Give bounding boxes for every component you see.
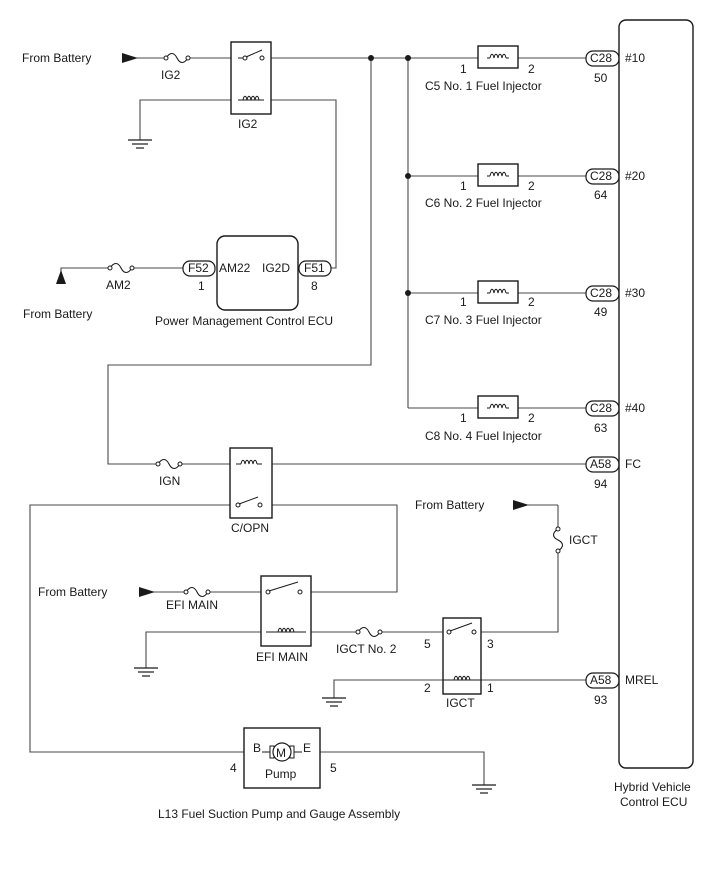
a58-label-mrel: A58: [590, 673, 612, 687]
efi-main-relay-label: EFI MAIN: [256, 650, 308, 664]
ecu-pin-20: #20: [625, 169, 645, 183]
pump-pin-e: E: [303, 741, 311, 755]
copn-relay-label: C/OPN: [231, 521, 269, 535]
ecu-pin-fc: FC: [625, 457, 641, 471]
igct-no2-fuse-icon: [355, 626, 383, 638]
injector-2-pin-1: 1: [460, 179, 467, 193]
igct-pin-1: 1: [487, 681, 494, 695]
c28-label-30: C28: [590, 286, 612, 300]
injector-2-label: C6 No. 2 Fuel Injector: [425, 196, 542, 210]
injector-3-pin-2: 2: [528, 295, 535, 309]
am2-fuse-label: AM2: [106, 278, 131, 292]
c28-label-20: C28: [590, 169, 612, 183]
from-battery-3-label: From Battery: [38, 585, 107, 599]
igct-relay: [442, 617, 482, 695]
f52-connector-label: F52: [188, 261, 209, 275]
c28-label-10: C28: [590, 51, 612, 65]
ig2-fuse-icon: [163, 52, 191, 64]
injector-3-label: C7 No. 3 Fuel Injector: [425, 313, 542, 327]
f52-connector: [182, 260, 216, 277]
am22-pin-label: AM22: [219, 261, 251, 275]
injector-3: 1 2 C7 No. 3 Fuel Injector: [425, 280, 542, 327]
pmc-ecu-box: [216, 235, 299, 311]
igct-pin-3: 3: [487, 637, 494, 651]
injector-4-label: C8 No. 4 Fuel Injector: [425, 429, 542, 443]
igct-fuse-label: IGCT: [569, 533, 598, 547]
ecu-pin-10: #10: [625, 51, 645, 65]
c28-pin-63: 63: [594, 421, 608, 435]
ig2-relay-label: IG2: [238, 117, 258, 131]
injector-2: 1 2 C6 No. 2 Fuel Injector: [425, 163, 542, 210]
ig2-relay: [230, 41, 272, 115]
igct-pin-5: 5: [424, 637, 431, 651]
injector-4: 1 2 C8 No. 4 Fuel Injector: [425, 395, 542, 443]
ign-fuse-icon: [155, 458, 183, 470]
from-battery-2-label: From Battery: [23, 307, 92, 321]
f51-pin-8: 8: [311, 279, 318, 293]
igct-pin-2: 2: [424, 681, 431, 695]
ground-2-icon: [133, 667, 159, 677]
junction-dots: [368, 55, 411, 296]
copn-relay: [229, 447, 273, 519]
pump-pin-5: 5: [330, 761, 337, 775]
ground-1-icon: [127, 139, 153, 149]
am2-fuse-icon: [107, 262, 135, 274]
injector-1-pin-1: 1: [460, 62, 467, 76]
injector-4-pin-1: 1: [460, 411, 467, 425]
injector-1-label: C5 No. 1 Fuel Injector: [425, 79, 542, 93]
motor-m-glyph: M: [276, 746, 286, 760]
igct-relay-label: IGCT: [446, 696, 475, 710]
pump-assembly-label: L13 Fuel Suction Pump and Gauge Assembly: [158, 807, 400, 821]
f51-connector-label: F51: [304, 261, 325, 275]
hv-ecu-box: [618, 19, 694, 769]
ig2d-pin-label: IG2D: [262, 261, 290, 275]
c28-pin-50: 50: [594, 71, 608, 85]
injector-1: 1 2 C5 No. 1 Fuel Injector: [425, 45, 542, 93]
f51-connector: [298, 260, 332, 277]
ground-3-icon: [321, 697, 347, 707]
pump-pin-4: 4: [230, 761, 237, 775]
f52-pin-1: 1: [198, 279, 205, 293]
efi-main-relay: [260, 575, 312, 647]
efi-main-fuse-label: EFI MAIN: [166, 598, 218, 612]
from-battery-1-label: From Battery: [22, 51, 91, 65]
ground-4-icon: [471, 784, 497, 794]
hv-ecu-label-line1: Hybrid Vehicle: [614, 780, 691, 794]
igct-fuse-icon: [552, 526, 564, 554]
a58-label-fc: A58: [590, 457, 612, 471]
pump-pin-b: B: [253, 741, 261, 755]
pump-label: Pump: [265, 767, 297, 781]
battery-arrows: [56, 53, 529, 597]
injector-3-pin-1: 1: [460, 295, 467, 309]
c28-pin-64: 64: [594, 188, 608, 202]
motor-icon: M: [262, 742, 302, 762]
c28-pin-49: 49: [594, 305, 608, 319]
from-battery-4-label: From Battery: [415, 498, 484, 512]
ecu-pin-40: #40: [625, 401, 645, 415]
injector-4-pin-2: 2: [528, 411, 535, 425]
efi-main-fuse-icon: [183, 586, 211, 598]
injector-1-pin-2: 2: [528, 62, 535, 76]
hv-ecu-label-line2: Control ECU: [620, 795, 687, 809]
ecu-pin-mrel: MREL: [625, 673, 659, 687]
pmc-ecu-label: Power Management Control ECU: [155, 314, 333, 328]
injector-2-pin-2: 2: [528, 179, 535, 193]
c28-label-40: C28: [590, 401, 612, 415]
ig2-fuse-label: IG2: [161, 68, 181, 82]
a58-pin-93: 93: [594, 693, 608, 707]
wires: [29, 57, 586, 785]
ecu-pin-30: #30: [625, 286, 645, 300]
a58-pin-94: 94: [594, 477, 608, 491]
igct-no2-fuse-label: IGCT No. 2: [336, 642, 397, 656]
ign-fuse-label: IGN: [159, 474, 180, 488]
